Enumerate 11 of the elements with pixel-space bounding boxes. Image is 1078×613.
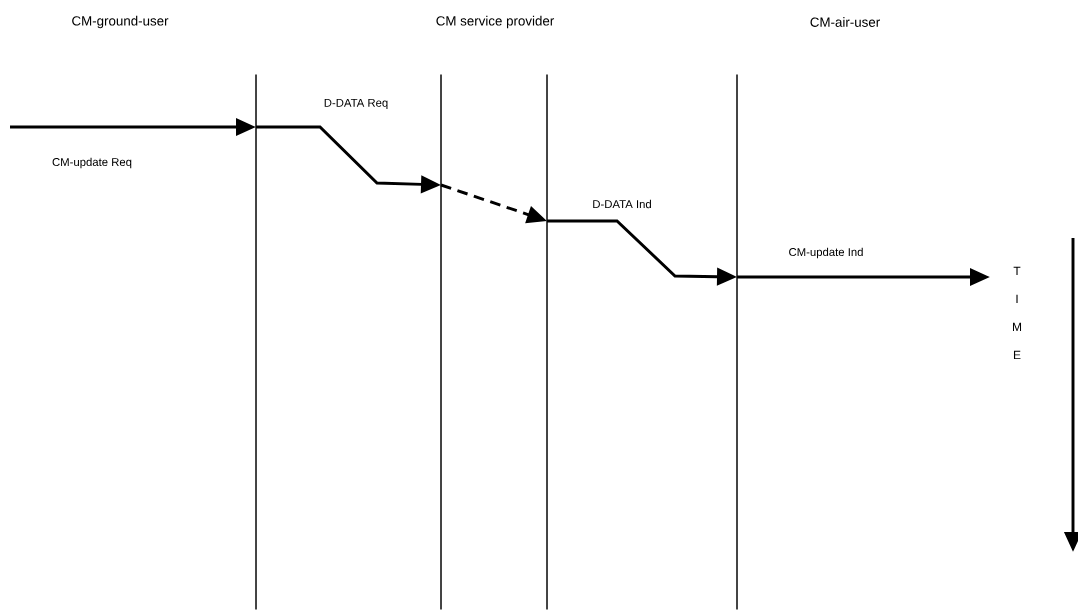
time-label: M [1013,322,1021,332]
time-label: E [1014,350,1021,360]
edge-label: D-DATA Req [324,98,388,110]
edge-label: CM-update Ind [789,247,863,259]
time-label: I [1016,294,1018,304]
column-heading: CM service provider [436,15,555,29]
edge-label: CM-update Req [52,157,132,169]
column-heading: CM-air-user [810,17,880,27]
column-heading: CM-ground-user [72,15,169,29]
time-label: T [1013,266,1021,276]
edge-label: D-DATA Ind [593,199,651,209]
